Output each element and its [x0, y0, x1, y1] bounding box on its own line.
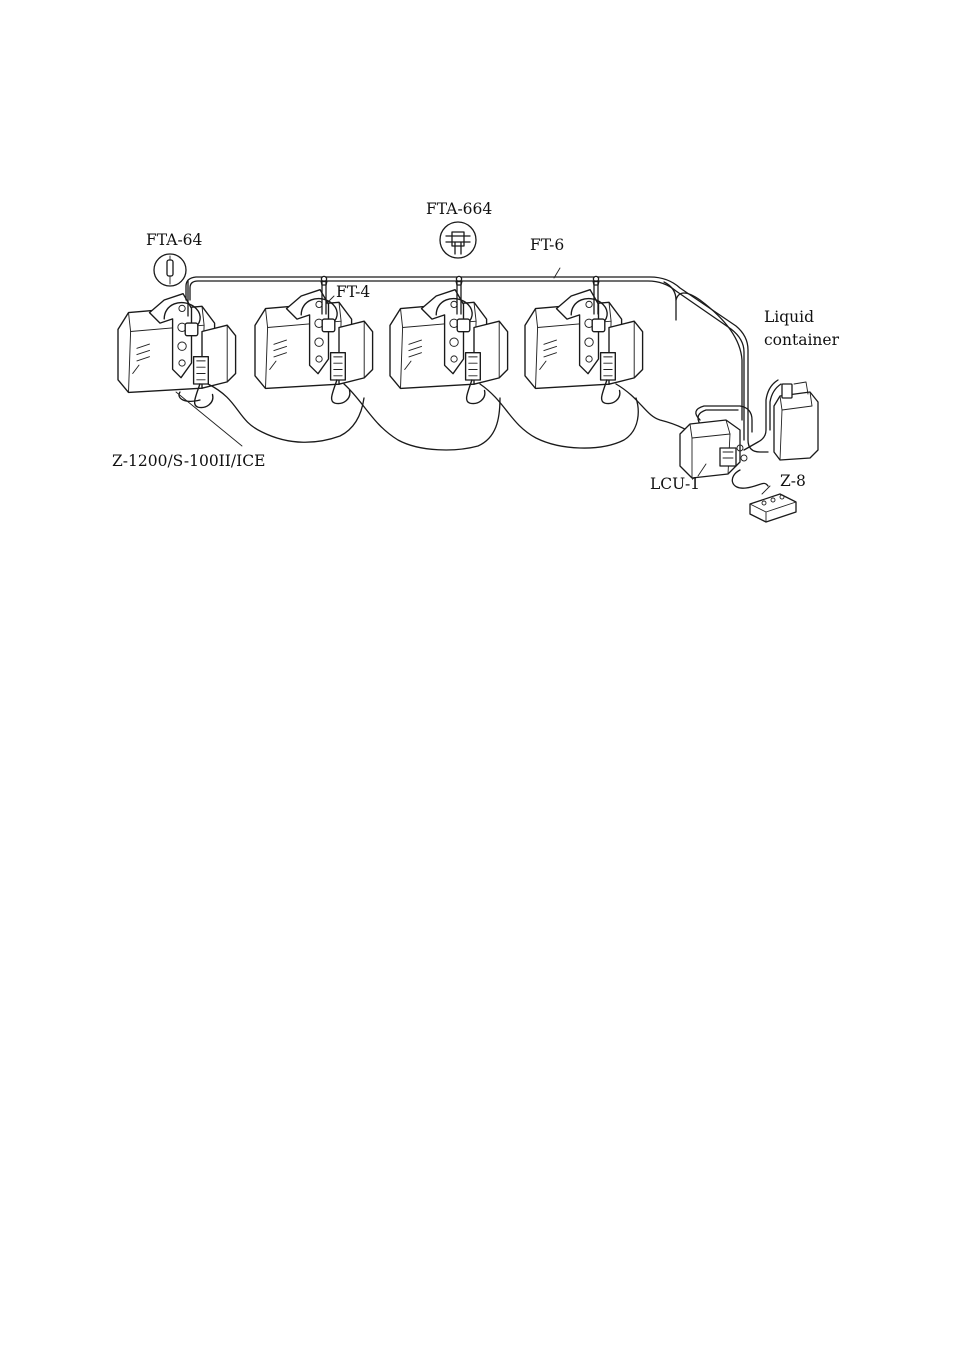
fta-664-detail-callout — [440, 222, 476, 258]
label-ft-4: FT-4 — [336, 283, 370, 301]
label-liquid-container-line1: Liquid — [764, 308, 814, 326]
fog-machine-3 — [390, 290, 508, 404]
label-fta-64: FTA-64 — [146, 231, 203, 249]
fta-64-detail-callout — [154, 254, 186, 286]
label-machine-model: Z-1200/S-100II/ICE — [112, 452, 265, 470]
fog-machine-4 — [525, 290, 643, 404]
label-fta-664: FTA-664 — [426, 200, 492, 218]
label-liquid-container-line2: container — [764, 331, 840, 349]
label-z-8: Z-8 — [780, 472, 806, 490]
fog-machine-2 — [255, 290, 373, 404]
lcu-1-unit — [680, 420, 747, 478]
liquid-container — [774, 382, 818, 460]
z-8-remote — [750, 494, 796, 522]
label-lcu-1: LCU-1 — [650, 475, 700, 493]
label-ft-6: FT-6 — [530, 236, 564, 254]
